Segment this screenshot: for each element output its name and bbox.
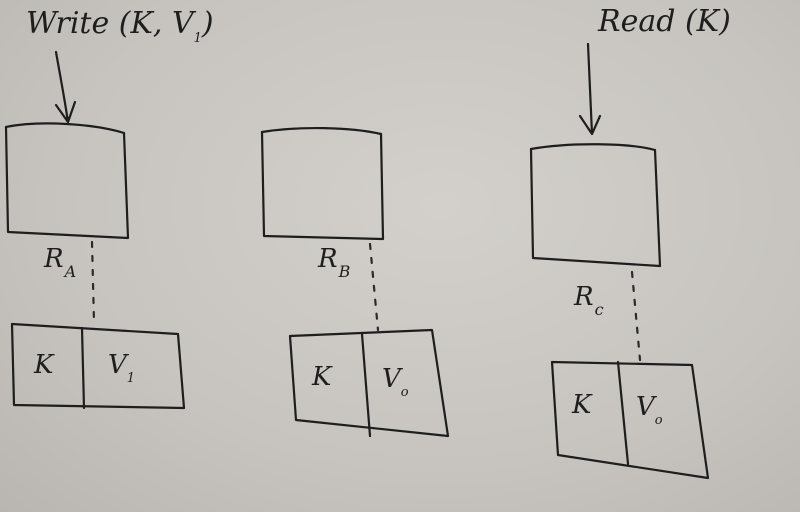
replica-c-name: Rc (574, 282, 604, 319)
replica-c-link (630, 270, 642, 362)
replica-b-key: K (312, 362, 332, 392)
replica-a-link (90, 240, 96, 324)
write-arrow (54, 50, 77, 124)
replica-c-cylinder (529, 143, 662, 268)
replica-b-cylinder (260, 126, 385, 241)
read-arrow (578, 42, 602, 136)
replica-b-name: RB (318, 244, 351, 281)
replica-a-name: RA (44, 244, 77, 281)
read-operation-label: Read (K) (598, 4, 731, 39)
replica-a-value: V1 (108, 350, 136, 386)
replica-a-record (10, 322, 186, 410)
replica-c-key: K (572, 390, 592, 420)
replica-c-value: Vo (636, 392, 663, 428)
replica-b-link (368, 242, 380, 332)
replica-b-record (288, 328, 450, 438)
replica-a-cylinder (4, 122, 130, 240)
replica-b-value: Vo (382, 364, 409, 400)
replica-c-record (550, 360, 710, 480)
write-operation-label: Write (K, V1) (26, 6, 214, 46)
replica-a-key: K (34, 350, 54, 380)
